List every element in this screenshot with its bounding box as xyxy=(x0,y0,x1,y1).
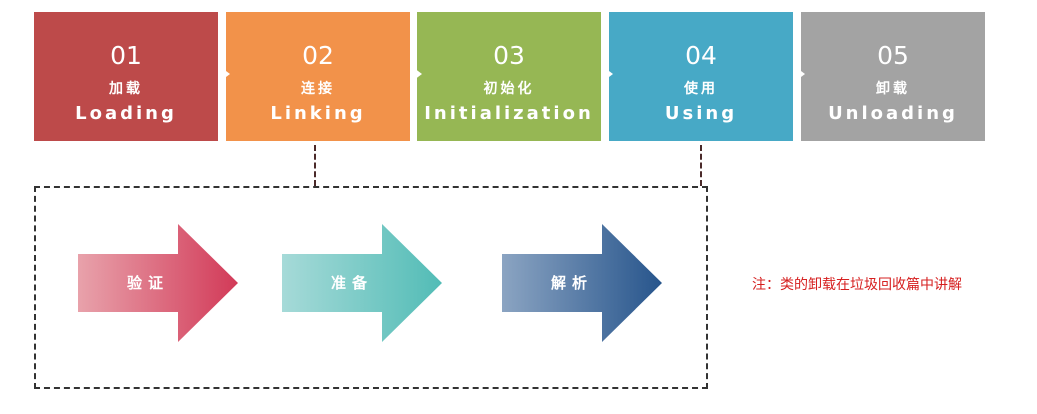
stage-loading: 01 加载 Loading xyxy=(34,12,218,141)
stage-number: 02 xyxy=(302,41,334,70)
connector-arrow-icon xyxy=(410,65,422,83)
stage-number: 04 xyxy=(685,41,717,70)
arrow-shape-icon xyxy=(78,224,238,342)
stage-number: 01 xyxy=(110,41,142,70)
unloading-note: 注：类的卸载在垃圾回收篇中讲解 xyxy=(752,277,962,293)
substep-prepare-arrow: 准备 xyxy=(282,224,442,342)
stage-title-cn: 加载 xyxy=(109,81,143,97)
substep-label: 准备 xyxy=(330,274,373,292)
arrow-shape-icon xyxy=(282,224,442,342)
stage-using: 04 使用 Using xyxy=(609,12,793,141)
stage-initialization: 03 初始化 Initialization xyxy=(417,12,601,141)
connector-arrow-icon xyxy=(601,65,613,83)
stage-title-en: Using xyxy=(664,103,738,124)
stage-title-cn: 初始化 xyxy=(483,81,535,97)
stage-title-en: Unloading xyxy=(828,103,958,124)
substep-resolve-arrow: 解析 xyxy=(502,224,662,342)
stage-title-en: Linking xyxy=(270,103,366,124)
stage-number: 05 xyxy=(877,41,909,70)
dashed-connector-using xyxy=(700,145,702,186)
substep-verify-arrow: 验证 xyxy=(78,224,238,342)
stage-number: 03 xyxy=(493,41,525,70)
stage-title-cn: 卸载 xyxy=(876,81,910,97)
connector-arrow-icon xyxy=(793,65,805,83)
arrow-shape-icon xyxy=(502,224,662,342)
substep-label: 验证 xyxy=(126,274,169,292)
stage-title-en: Loading xyxy=(75,103,177,124)
dashed-connector-linking xyxy=(314,145,316,186)
connector-arrow-icon xyxy=(218,65,230,83)
substep-label: 解析 xyxy=(550,274,593,292)
stage-linking: 02 连接 Linking xyxy=(226,12,410,141)
stage-title-en: Initialization xyxy=(424,103,594,124)
stage-unloading: 05 卸载 Unloading xyxy=(801,12,985,141)
stage-title-cn: 使用 xyxy=(684,81,718,97)
linking-substeps-box xyxy=(34,186,708,389)
stage-title-cn: 连接 xyxy=(301,81,335,97)
